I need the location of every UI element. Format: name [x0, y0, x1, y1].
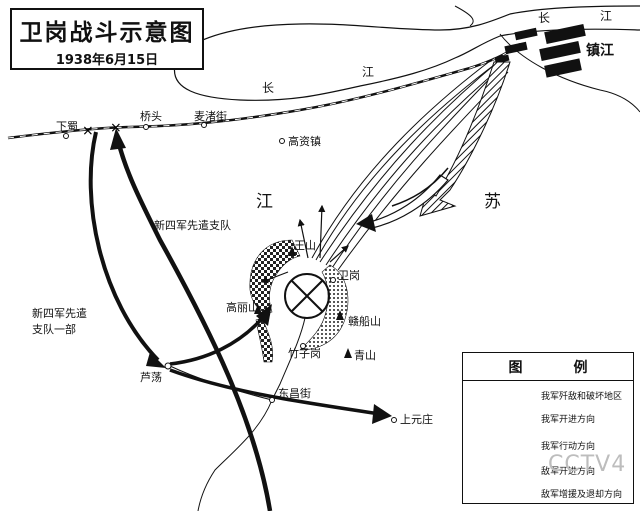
legend-item-label: 敌军增援及退却方向 [541, 490, 623, 500]
mountain-gaolishan [254, 304, 262, 314]
label-zhuzigang: 竹子岗 [288, 347, 321, 360]
ludang-dot [164, 362, 172, 370]
our-advance-2 [115, 139, 273, 511]
mountain-qingshan [344, 348, 352, 358]
label-zhenjiang: 镇江 [586, 43, 614, 59]
label-su: 苏 [484, 192, 501, 212]
our-advance-3 [169, 313, 267, 366]
zhenjiang-city-blocks [494, 23, 586, 78]
weigang-dot [330, 277, 336, 283]
label-wangshan: 王山 [294, 239, 316, 252]
gaozi-dot [279, 138, 285, 144]
label-changjiang-top-1: 长 [538, 11, 552, 25]
label-jiang: 江 [256, 192, 273, 212]
shangyuan-dot [391, 417, 397, 423]
legend-item-label: 我军开进方向 [541, 415, 596, 425]
x-mark-2: × [110, 120, 122, 136]
label-gaolishan: 高丽山 [226, 301, 259, 314]
river-bank-east [454, 5, 474, 27]
legend-item-label: 敌军开进方向 [541, 467, 596, 477]
label-changjiang-top-2: 江 [600, 9, 614, 23]
legend-header: 图 例 [463, 353, 633, 381]
legend-title-2: 例 [573, 360, 588, 376]
legend: 图 例 我军歼敌和破坏地区 我军开进方向 我军行动方向 敌军开进方向 敌军增援及… [462, 352, 634, 504]
mountain-chuanshan [336, 310, 344, 320]
qiaotou-dot [143, 124, 149, 130]
label-n4-vanguard: 新四军先遣支队 [154, 219, 231, 232]
label-qiaotou: 桥头 [140, 110, 162, 123]
label-chuanshan: 赣船山 [348, 315, 381, 328]
zhuzigang-dot [300, 343, 306, 349]
label-changjiang-mid-2: 江 [362, 65, 376, 79]
label-gaozi: 高资镇 [288, 135, 321, 148]
action-zone-west [249, 239, 301, 313]
map-date: 1938年6月15日 [55, 53, 159, 68]
legend-item-label: 我军行动方向 [541, 442, 596, 452]
label-changjiang-mid-1: 长 [262, 81, 276, 95]
our-advance-4 [169, 368, 381, 416]
river-bank-south-2 [499, 33, 640, 113]
river-bank-north [169, 5, 640, 63]
label-qingshan: 青山 [354, 349, 376, 362]
road-weigang-south [271, 317, 306, 401]
label-malu: 麦渚街 [194, 110, 227, 123]
legend-title-1: 图 [508, 360, 523, 376]
label-weigang: 卫岗 [338, 269, 360, 282]
mountain-wangshan [288, 246, 296, 256]
label-ludang: 芦荡 [140, 371, 162, 384]
label-shangyuan: 上元庄 [400, 413, 433, 426]
label-dongchang: 东昌街 [278, 387, 311, 400]
dongchang-dot [269, 397, 275, 403]
our-advance-1 [88, 131, 160, 362]
x-mark-1: × [82, 123, 94, 139]
xiashu-dot [63, 133, 69, 139]
map-title: 卫岗战斗示意图 [19, 20, 195, 46]
title-box: 卫岗战斗示意图 1938年6月15日 [10, 8, 204, 70]
label-n4-part-2: 支队一部 [32, 323, 76, 336]
road-south [197, 399, 273, 511]
legend-item-label: 我军歼敌和破坏地区 [541, 392, 623, 402]
weigang-battle-circle [284, 273, 330, 319]
label-xiashu: 下蜀 [56, 120, 78, 133]
action-zone-south [255, 317, 273, 363]
enemy-advance-routes [311, 57, 509, 271]
malu-dot [201, 122, 207, 128]
watermark: CCTV4 [548, 452, 627, 477]
label-n4-part-1: 新四军先遣 [32, 307, 87, 320]
